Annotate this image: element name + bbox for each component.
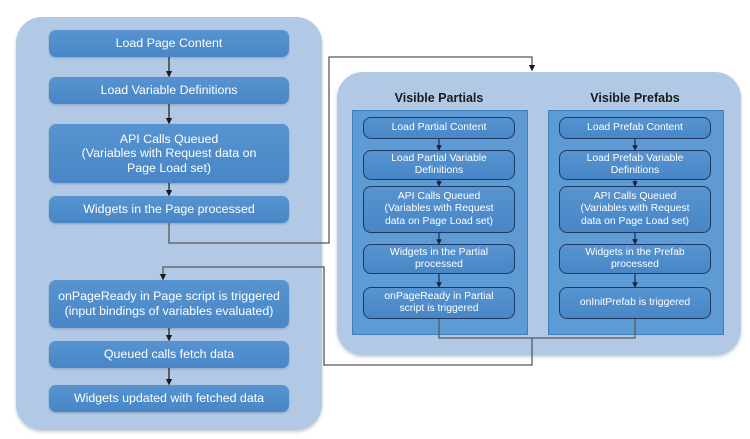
step-onpageready-partial: onPageReady in Partial script is trigger… (363, 287, 515, 319)
prefab-api-line1: API Calls Queued (593, 191, 677, 203)
prefab-api-line3: data on Page Load set) (580, 215, 690, 227)
step-load-prefab-variable-definitions: Load Prefab Variable Definitions (559, 150, 711, 180)
partial-api-line3: data on Page Load set) (384, 215, 494, 227)
load-prefab-vars-line1: Load Prefab Variable (586, 152, 684, 164)
load-partial-vars-line2: Definitions (414, 165, 464, 176)
prefab-api-line2: (Variables with Request (580, 203, 690, 215)
widgets-partial-line2: processed (415, 259, 463, 270)
step-load-partial-variable-definitions: Load Partial Variable Definitions (363, 150, 515, 180)
step-partial-api-calls-queued: API Calls Queued (Variables with Request… (363, 186, 515, 233)
load-partial-vars-line1: Load Partial Variable (391, 152, 487, 164)
step-widgets-updated-fetched-data: Widgets updated with fetched data (49, 385, 289, 412)
widgets-prefab-line2: processed (611, 259, 659, 270)
step-load-page-content: Load Page Content (49, 30, 289, 57)
api-calls-queued-line1: API Calls Queued (119, 131, 219, 146)
onpageready-page-line2: (input bindings of variables evaluated) (64, 304, 274, 318)
step-widgets-in-prefab-processed: Widgets in the Prefab processed (559, 244, 711, 274)
step-load-partial-content: Load Partial Content (363, 117, 515, 139)
onpageready-page-line1: onPageReady in Page script is triggered (58, 289, 280, 304)
partial-api-line2: (Variables with Request (384, 203, 494, 215)
step-oninitprefab: onInitPrefab is triggered (559, 287, 711, 319)
load-prefab-vars-line2: Definitions (610, 165, 660, 176)
step-prefab-api-calls-queued: API Calls Queued (Variables with Request… (559, 186, 711, 233)
step-widgets-in-page-processed: Widgets in the Page processed (49, 196, 289, 223)
partial-api-line1: API Calls Queued (397, 191, 481, 203)
step-widgets-in-partial-processed: Widgets in the Partial processed (363, 244, 515, 274)
step-api-calls-queued: API Calls Queued (Variables with Request… (49, 124, 289, 183)
step-onpageready-page: onPageReady in Page script is triggered … (49, 280, 289, 328)
api-calls-queued-line3: Page Load set) (126, 160, 212, 175)
visible-partials-title: Visible Partials (394, 91, 484, 105)
widgets-partial-line1: Widgets in the Partial (389, 246, 489, 258)
onpageready-partial-line1: onPageReady in Partial (384, 290, 494, 302)
api-calls-queued-line2: (Variables with Request data on (81, 146, 257, 161)
step-load-variable-definitions: Load Variable Definitions (49, 77, 289, 104)
onpageready-partial-line2: script is triggered (399, 303, 479, 314)
step-queued-calls-fetch-data: Queued calls fetch data (49, 341, 289, 368)
visible-prefabs-title: Visible Prefabs (590, 91, 680, 105)
widgets-prefab-line1: Widgets in the Prefab (585, 246, 685, 258)
step-load-prefab-content: Load Prefab Content (559, 117, 711, 139)
